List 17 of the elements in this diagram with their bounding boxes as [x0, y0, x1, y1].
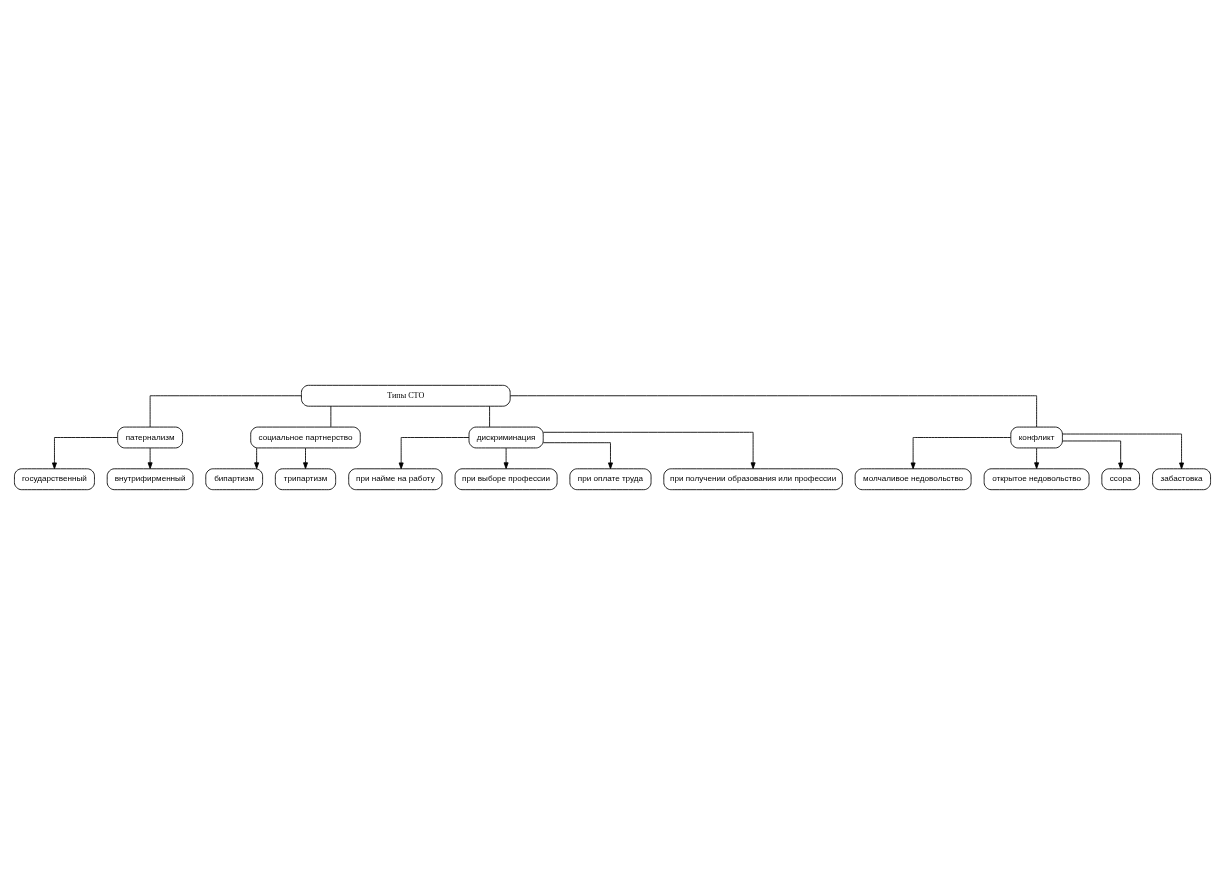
arrow — [1034, 447, 1040, 469]
arrow — [303, 447, 308, 469]
arrow — [503, 447, 509, 469]
arrow — [254, 447, 260, 469]
arrow — [147, 447, 153, 469]
arrow — [542, 441, 613, 469]
arrow — [52, 436, 118, 469]
connector — [489, 405, 491, 427]
node-box: Типы СТО — [301, 384, 511, 407]
arrow — [1062, 433, 1185, 469]
connector — [330, 405, 332, 427]
arrow — [542, 431, 756, 469]
arrow — [398, 436, 470, 469]
arrow — [1062, 440, 1124, 469]
connector — [509, 394, 1038, 427]
connector — [149, 394, 302, 427]
arrow — [910, 436, 1012, 469]
